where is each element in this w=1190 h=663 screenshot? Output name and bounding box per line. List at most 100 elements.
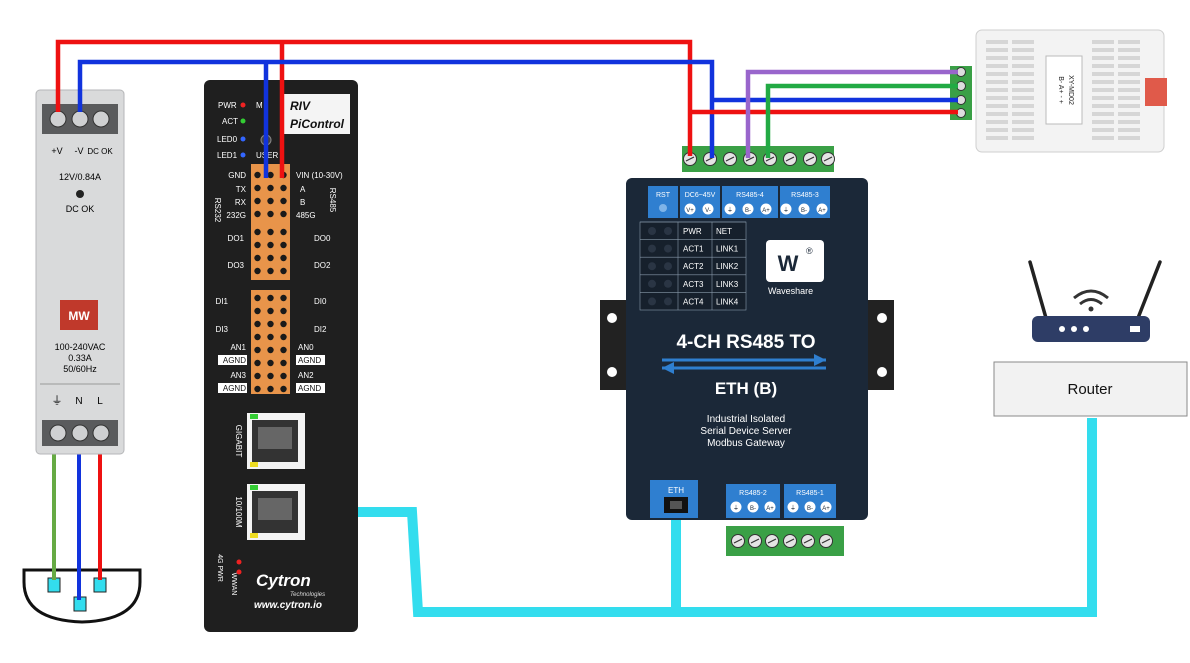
router-antenna-right (1136, 260, 1162, 320)
gateway-bottom-screw-slot-3 (785, 538, 795, 544)
gateway-bottom-pin-bg-1-0 (787, 501, 799, 513)
gateway-top-pin-bg-2-0 (780, 203, 792, 215)
gateway-top-pin-label-0-1: V- (705, 208, 711, 214)
pi-label-vin: VIN (10-30V) (296, 171, 343, 180)
gateway-top-pin-label-1-0: ⏚ (727, 207, 733, 214)
gateway-ear-right-hole1 (877, 313, 887, 323)
sensor-vent-11 (986, 128, 1008, 132)
pi-terminal-hole-14-0 (254, 372, 261, 380)
pi-terminal-hole-3-2 (280, 210, 287, 218)
pi-label-do0: DO0 (314, 234, 331, 243)
pi-label-wwan: WWAN (230, 573, 237, 596)
sensor-vent-46 (1118, 96, 1140, 100)
sensor-vent-8 (986, 104, 1008, 108)
pi-terminal-hole-15-2 (280, 385, 287, 393)
pi-terminal-hole-8-2 (280, 294, 287, 302)
gateway-led-label-left-1: ACT1 (683, 245, 704, 254)
gateway-rst-bg (648, 186, 678, 218)
gateway-ear-left-hole2 (607, 367, 617, 377)
pi-brand-line1: RIV (290, 99, 311, 113)
gateway-bottom-pin-bg-1-2 (820, 501, 832, 513)
pi-terminal-hole-10-2 (280, 320, 287, 328)
sensor-vent-42 (1118, 64, 1140, 68)
pi-label-an3: AN3 (230, 371, 246, 380)
gateway-logo-mark: W (778, 251, 799, 276)
sensor-vent-48 (1118, 112, 1140, 116)
gateway-bottom-pin-bg-0-0 (730, 501, 742, 513)
gateway-desc-line2: Serial Device Server (700, 426, 792, 437)
gateway-led-label-right-0: NET (716, 227, 732, 236)
gateway-ear-left-hole1 (607, 313, 617, 323)
sensor-vent-17 (1012, 72, 1034, 76)
pi-port-10100-led-green (250, 485, 258, 490)
pi-terminal-hole-2-1 (267, 197, 274, 205)
psu-screw-vplus (49, 110, 67, 128)
pi-terminal-hole-6-1 (267, 254, 274, 262)
sensor-vent-27 (1092, 48, 1114, 52)
pi-terminal-hole-9-1 (267, 307, 274, 315)
sensor-vent-30 (1092, 72, 1114, 76)
gateway-arrows-icon (662, 354, 826, 374)
sensor-vent-22 (1012, 112, 1034, 116)
router-label: Router (1067, 381, 1112, 398)
gateway-bottom-pin-label-0-1: B- (750, 506, 756, 512)
gateway-eth-label: ETH (668, 486, 684, 495)
psu-screw-live (92, 424, 110, 442)
pi-led-led1-label: LED1 (217, 151, 238, 160)
wire-psu-positive-to-gateway (55, 39, 693, 156)
pi-terminal-hole-7-0 (254, 267, 261, 275)
pi-terminal-hole-0-0 (254, 171, 261, 179)
gateway-top-screw-slot-7 (823, 156, 833, 162)
psu-input-voltage: 100-240VAC (55, 342, 106, 352)
pi-terminal-hole-10-1 (267, 320, 274, 328)
sensor-vent-5 (986, 80, 1008, 84)
gateway-rst-button[interactable] (659, 204, 667, 212)
sensor-vent-24 (1012, 128, 1034, 132)
pi-label-agnd-left2: AGND (223, 384, 246, 393)
gateway-bottom-pin-label-1-0: ⏚ (790, 505, 796, 512)
pi-terminal-hole-15-0 (254, 385, 261, 393)
gateway-led-label-left-0: PWR (683, 227, 702, 236)
sensor-vent-28 (1092, 56, 1114, 60)
gateway-led-a-4 (648, 297, 656, 306)
wires-power-and-rs485 (55, 39, 958, 178)
gateway-top-pin-bg-1-0 (724, 203, 736, 215)
pi-brand-panel (284, 94, 350, 134)
psu-screw-vminus (71, 110, 89, 128)
gateway-bottom-pin-bg-0-1 (747, 501, 759, 513)
pi-label-rs485: RS485 (328, 188, 337, 213)
router: Router (993, 260, 1188, 417)
sensor-pinout: B- A+ - + (1057, 76, 1064, 104)
wire-rs485-b-to-sensor (765, 83, 958, 158)
sensor-vent-13 (1012, 40, 1034, 44)
pi-label-a: A (300, 185, 306, 194)
gateway-top-pin-bg-2-1 (798, 203, 810, 215)
pi-terminal-hole-5-2 (280, 241, 287, 249)
plug-body (22, 568, 142, 624)
sensor-terminal-block (950, 66, 972, 120)
gateway-top-screw-slot-3 (745, 156, 755, 162)
pi-terminal-hole-6-2 (280, 254, 287, 262)
pi-terminal-hole-11-1 (267, 333, 274, 341)
pi-terminal-hole-0-1 (267, 171, 274, 179)
pi-terminal-hole-3-0 (254, 210, 261, 218)
pi-port-10100-contacts (258, 498, 292, 520)
gateway-rst-label: RST (656, 192, 671, 199)
gateway-bottom-pin-label-0-0: ⏚ (733, 505, 739, 512)
pi-led-m-label: M (256, 101, 263, 110)
gateway-led-label-left-3: ACT3 (683, 280, 704, 289)
gateway-top-screws (683, 152, 835, 166)
pi-terminal-hole-15-1 (267, 385, 274, 393)
pi-terminal-hole-7-1 (267, 267, 274, 275)
pi-terminal-hole-5-0 (254, 241, 261, 249)
psu-label-neutral: N (75, 396, 82, 407)
gateway-top-pin-label-1-2: A+ (762, 208, 770, 214)
pi-terminal-hole-13-2 (280, 359, 287, 367)
gateway-top-pin-label-2-0: ⏚ (783, 207, 789, 214)
pi-led-led1 (240, 152, 246, 158)
router-port-indicator (1130, 326, 1140, 332)
pi-terminal-hole-13-0 (254, 359, 261, 367)
pi-terminal-hole-14-2 (280, 372, 287, 380)
sensor-vent-14 (1012, 48, 1034, 52)
gateway-led-label-left-2: ACT2 (683, 262, 704, 271)
